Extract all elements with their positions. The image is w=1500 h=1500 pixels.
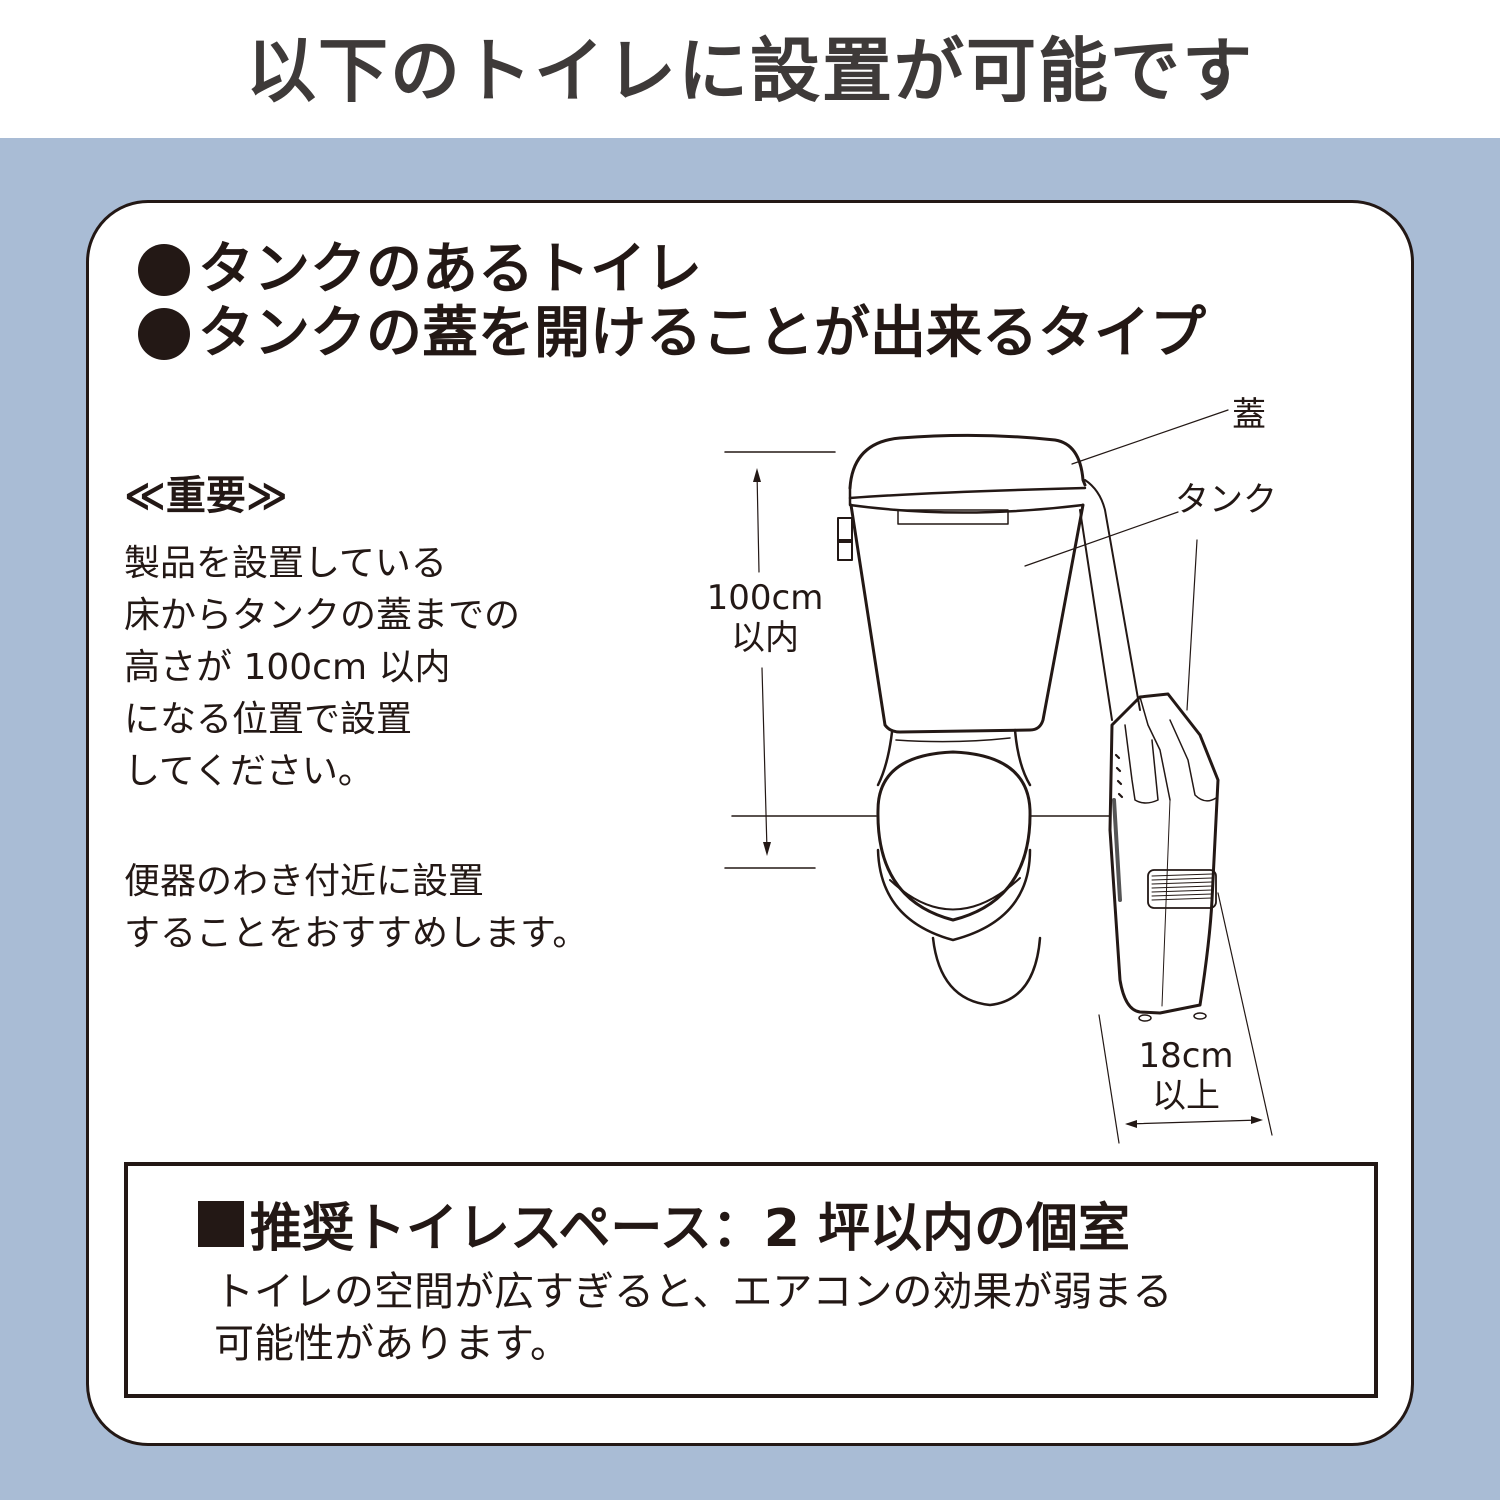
- space-body-line: トイレの空間が広すぎると、エアコンの効果が弱まる: [214, 1269, 1173, 1315]
- space-title: 推奨トイレスペース：2 坪以内の個室: [198, 1186, 1130, 1261]
- requirement-text: タンクのあるトイレ: [198, 237, 702, 302]
- page-title: 以下のトイレに設置が可能です: [246, 29, 1254, 112]
- requirement-list: タンクのあるトイレ タンクの蓋を開けることが出来るタイプ: [138, 238, 1206, 366]
- important-heading: ≪重要≫: [124, 473, 288, 519]
- notice-line: することをおすすめします。: [124, 913, 589, 954]
- requirement-item: タンクのあるトイレ: [138, 238, 1206, 302]
- space-body: トイレの空間が広すぎると、エアコンの効果が弱まる 可能性があります。: [214, 1266, 1172, 1370]
- width-qualifier: 以上: [1152, 1076, 1220, 1116]
- width-label: 18cm 以上: [1128, 1036, 1244, 1116]
- width-value: 18cm: [1138, 1036, 1234, 1076]
- toilet-illustration: [724, 409, 1273, 1144]
- tank-label: タンク: [1175, 480, 1277, 520]
- important-notice: ≪重要≫ 製品を設置している 床からタンクの蓋までの 高さが 100cm 以内 …: [124, 466, 588, 960]
- bullet-circle-icon: [138, 244, 190, 296]
- notice-line: 便器のわき付近に設置: [124, 861, 485, 902]
- lid-label: 蓋: [1232, 395, 1266, 435]
- notice-line: してください。: [124, 751, 374, 792]
- requirement-item: タンクの蓋を開けることが出来るタイプ: [138, 302, 1206, 366]
- notice-line: になる位置で設置: [124, 699, 413, 740]
- important-body: 製品を設置している 床からタンクの蓋までの 高さが 100cm 以内 になる位置…: [124, 538, 588, 960]
- header: 以下のトイレに設置が可能です: [0, 0, 1500, 138]
- toilet-diagram: 蓋 タンク 100cm 以内 18cm 以上: [700, 380, 1320, 1160]
- notice-line: 高さが 100cm 以内: [124, 647, 451, 688]
- requirement-text: タンクの蓋を開けることが出来るタイプ: [198, 301, 1206, 366]
- square-bullet-icon: [198, 1200, 244, 1247]
- height-value: 100cm: [706, 578, 824, 618]
- space-title-text: 推奨トイレスペース：2 坪以内の個室: [250, 1199, 1131, 1259]
- bullet-circle-icon: [138, 308, 190, 360]
- notice-line: 製品を設置している: [124, 543, 447, 584]
- height-label: 100cm 以内: [700, 578, 830, 658]
- height-qualifier: 以内: [731, 618, 799, 658]
- paragraph-spacer: [124, 798, 588, 856]
- notice-line: 床からタンクの蓋までの: [124, 595, 521, 636]
- space-body-line: 可能性があります。: [214, 1321, 570, 1367]
- recommended-space-box: 推奨トイレスペース：2 坪以内の個室 トイレの空間が広すぎると、エアコンの効果が…: [124, 1162, 1378, 1398]
